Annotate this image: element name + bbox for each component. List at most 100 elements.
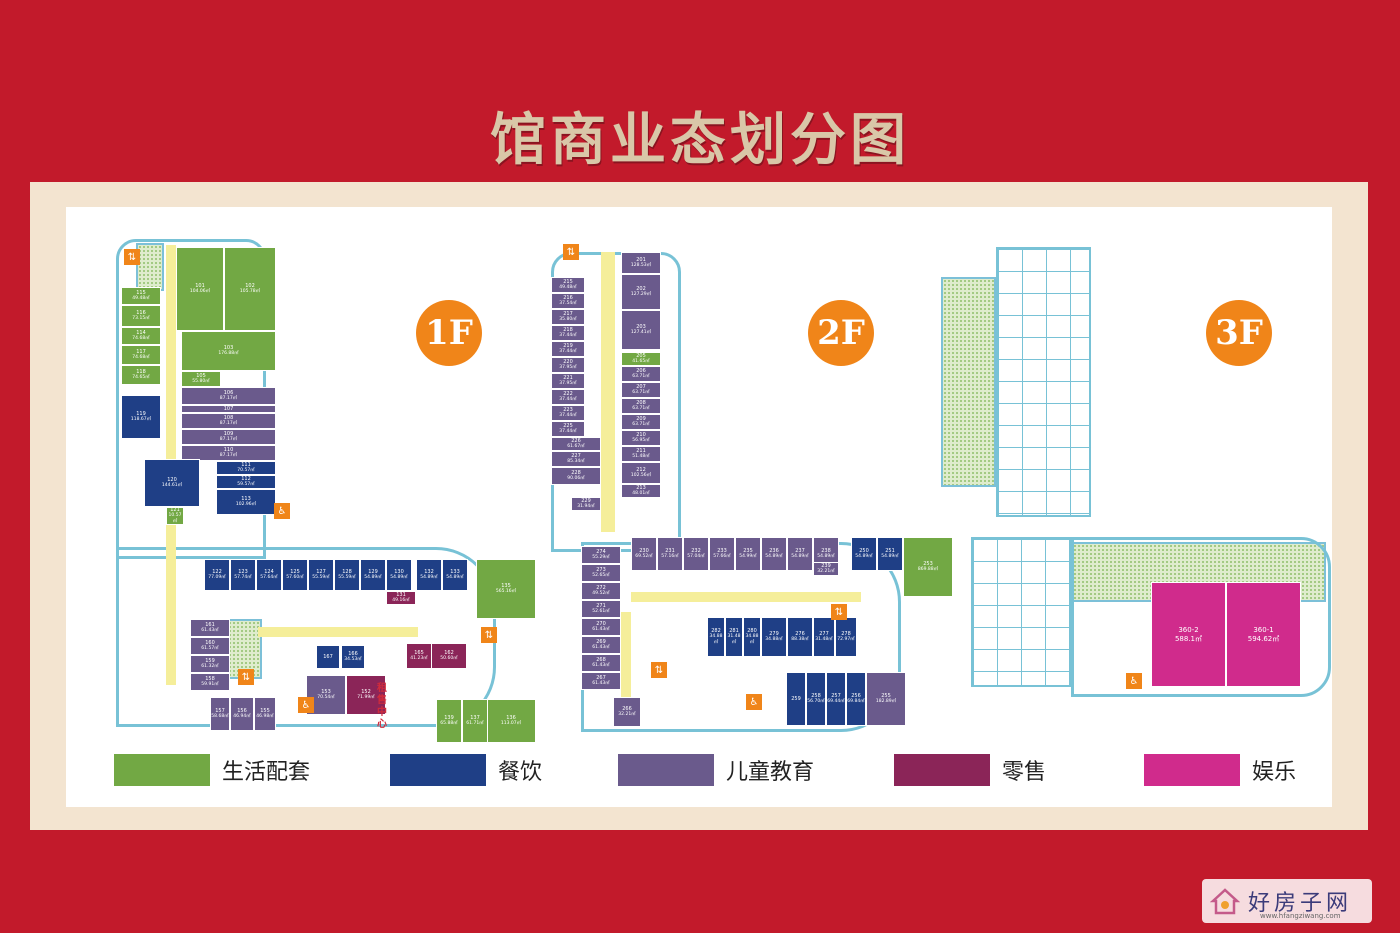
- unit-area: 127.29㎡: [630, 292, 652, 297]
- unit-area: 594.62㎡: [1247, 634, 1280, 643]
- unit-area: 37.44㎡: [559, 429, 577, 434]
- unit-area: 46.98㎡: [256, 714, 274, 719]
- escalator-icon: ⇅: [124, 249, 140, 265]
- unit-area: 37.44㎡: [559, 349, 577, 354]
- unit-area: 32.21㎡: [618, 712, 636, 717]
- house-logo-icon: [1209, 886, 1241, 916]
- unit-number: 132: [424, 569, 434, 575]
- unit-area: 77.09㎡: [208, 575, 226, 580]
- unit-area: 37.54㎡: [559, 301, 577, 306]
- unit-number: 250: [859, 548, 869, 554]
- unit-number: 280: [747, 628, 757, 634]
- unit-area: 63.71㎡: [632, 406, 650, 411]
- unit-area: 182.89㎡: [875, 699, 897, 704]
- unit-area: 87.17㎡: [219, 437, 238, 442]
- unit-area: 57.16㎡: [661, 554, 679, 559]
- unit-number: 153: [321, 689, 331, 695]
- unit-area: 34.88㎡: [765, 637, 783, 642]
- escalator-icon: ⇅: [238, 669, 254, 685]
- unit-number: 232: [691, 548, 701, 554]
- unit-number: 222: [563, 391, 573, 397]
- unit-area: 104.06㎡: [189, 289, 211, 294]
- unit-number: 281: [729, 628, 739, 634]
- unit-area: 118.67㎡: [130, 417, 152, 422]
- unit-area: 50.60㎡: [440, 656, 458, 661]
- unit-number: 117: [136, 349, 146, 355]
- unit-number: 278: [841, 631, 851, 637]
- legend-item-entertainment: 娱乐: [1144, 752, 1296, 788]
- unit-number: 360-2: [1178, 625, 1199, 634]
- shop-unit: 107: [181, 405, 276, 413]
- unit-area: 72.97㎡: [837, 637, 855, 642]
- legend-swatch: [1144, 754, 1240, 786]
- unit-number: 235: [743, 548, 753, 554]
- unit-area: 37.44㎡: [559, 413, 577, 418]
- unit-number: 109: [223, 431, 234, 437]
- unit-number: 271: [596, 603, 606, 609]
- unit-area: 113.07㎡: [500, 721, 522, 726]
- unit-area: 73.15㎡: [132, 316, 150, 321]
- unit-number: 207: [636, 384, 646, 390]
- unit-area: 34.53㎡: [344, 657, 362, 662]
- unit-area: 61.67㎡: [567, 444, 585, 449]
- unit-area: 87.17㎡: [219, 421, 238, 426]
- unit-number: 137: [470, 715, 480, 721]
- unit-area: 41.23㎡: [410, 656, 428, 661]
- unit-area: 54.89㎡: [765, 554, 783, 559]
- unit-number: 122: [212, 569, 222, 575]
- unit-number: 167: [323, 654, 333, 660]
- unit-number: 273: [596, 567, 606, 573]
- watermark-text: 好房子网: [1248, 891, 1353, 916]
- unit-number: 209: [636, 416, 646, 422]
- unit-area: 61.43㎡: [592, 681, 610, 686]
- unit-area: 144.61㎡: [161, 483, 183, 488]
- unit-area: 56.70㎡: [807, 699, 825, 704]
- 2f-corridor-3: [621, 612, 631, 712]
- unit-number: 277: [819, 631, 829, 637]
- unit-area: 49.16㎡: [392, 598, 410, 603]
- unit-number: 111: [241, 462, 251, 468]
- unit-area: 54.89㎡: [881, 554, 899, 559]
- unit-area: 54.89㎡: [817, 554, 835, 559]
- watermark-url: www.hfangziwang.com: [1260, 912, 1341, 920]
- unit-area: 49.48㎡: [559, 285, 577, 290]
- unit-number: 210: [636, 432, 646, 438]
- unit-number: 230: [639, 548, 649, 554]
- unit-area: 61.32㎡: [201, 664, 219, 669]
- unit-area: 59.91㎡: [201, 682, 219, 687]
- unit-number: 119: [136, 411, 146, 417]
- unit-number: 121: [170, 507, 180, 513]
- unit-number: 112: [241, 476, 251, 482]
- unit-number: 219: [563, 343, 573, 349]
- unit-number: 266: [622, 706, 632, 712]
- unit-number: 259: [791, 696, 801, 702]
